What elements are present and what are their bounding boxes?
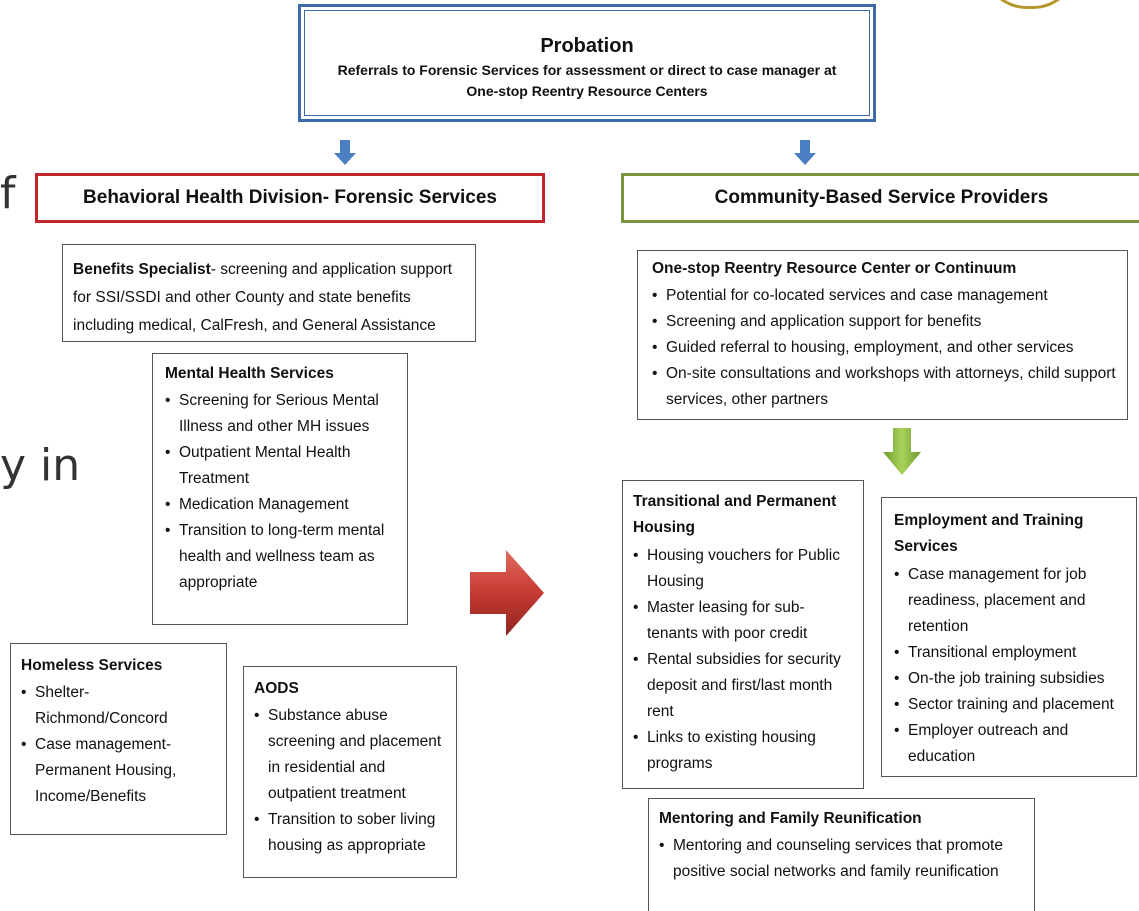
list-item: Employer outreach and education [894,718,1126,770]
behavioral-health-title-box: Behavioral Health Division- Forensic Ser… [35,173,545,223]
benefits-specialist-label: Benefits Specialist [73,261,211,278]
list-item: Screening and application support for be… [652,309,1117,335]
list-item: Substance abuse screening and placement … [254,703,446,807]
list-item: Housing vouchers for Public Housing [633,543,853,595]
background-slide-text-f: f [0,168,16,219]
probation-box: Probation Referrals to Forensic Services… [298,4,876,122]
list-item: Links to existing housing programs [633,725,853,777]
list-item: Transition to sober living housing as ap… [254,807,446,859]
down-arrow-green-icon [883,428,921,475]
background-slide-text-yin: y in [0,440,81,491]
behavioral-health-title: Behavioral Health Division- Forensic Ser… [83,187,497,208]
benefits-specialist-text: - screening and application support for … [73,261,453,334]
homeless-services-title: Homeless Services [21,657,163,674]
benefits-specialist-box: Benefits Specialist- screening and appli… [62,244,476,342]
one-stop-center-title: One-stop Reentry Resource Center or Cont… [652,260,1017,277]
mentoring-title: Mentoring and Family Reunification [659,810,922,827]
right-arrow-icon [470,550,544,636]
housing-box: Transitional and Permanent Housing Housi… [622,480,864,789]
aods-box: AODS Substance abuse screening and place… [243,666,457,878]
list-item: Potential for co-located services and ca… [652,283,1117,309]
aods-title: AODS [254,680,299,697]
mental-health-box: Mental Health Services Screening for Ser… [152,353,408,625]
community-title-box: Community-Based Service Providers [621,173,1139,223]
list-item: On-site consultations and workshops with… [652,361,1117,413]
down-arrow-left-icon [334,140,356,165]
list-item: Mentoring and counseling services that p… [659,833,1024,885]
homeless-services-box: Homeless Services Shelter- Richmond/Conc… [10,643,227,835]
list-item: Shelter- Richmond/Concord [21,680,216,732]
probation-line-2: One-stop Reentry Resource Centers [466,83,708,99]
housing-title: Transitional and Permanent Housing [633,493,837,536]
employment-title: Employment and Training Services [894,512,1084,555]
list-item: Outpatient Mental Health Treatment [165,440,395,492]
community-title: Community-Based Service Providers [714,187,1049,208]
list-item: Screening for Serious Mental Illness and… [165,388,395,440]
one-stop-center-box: One-stop Reentry Resource Center or Cont… [637,250,1128,420]
probation-line-1: Referrals to Forensic Services for asses… [337,62,837,78]
probation-title: Probation [540,35,634,57]
employment-box: Employment and Training Services Case ma… [881,497,1137,777]
list-item: Sector training and placement [894,692,1126,718]
list-item: Case management for job readiness, place… [894,562,1126,640]
list-item: Case management- Permanent Housing, Inco… [21,732,216,810]
list-item: Transition to long-term mental health an… [165,518,395,596]
mental-health-title: Mental Health Services [165,365,334,382]
down-arrow-right-icon [794,140,816,165]
list-item: Rental subsidies for security deposit an… [633,647,853,725]
seal-logo [982,0,1078,9]
list-item: On-the job training subsidies [894,666,1126,692]
list-item: Medication Management [165,492,395,518]
list-item: Master leasing for sub-tenants with poor… [633,595,853,647]
mentoring-box: Mentoring and Family Reunification Mento… [648,798,1035,911]
list-item: Guided referral to housing, employment, … [652,335,1117,361]
list-item: Transitional employment [894,640,1126,666]
